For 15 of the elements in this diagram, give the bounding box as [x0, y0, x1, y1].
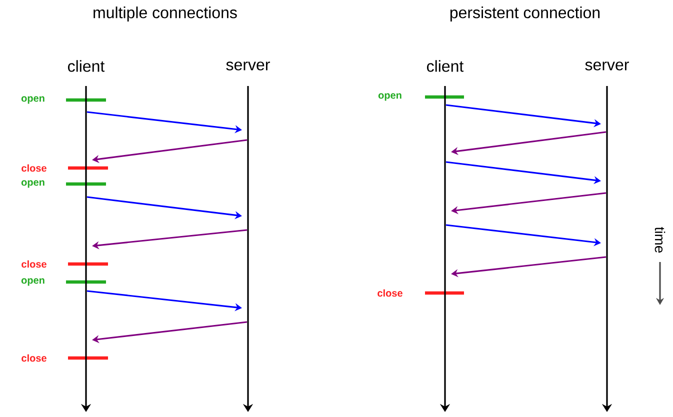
axis-label: time — [654, 227, 666, 253]
event-label: open — [21, 180, 44, 188]
event-label: open — [21, 96, 44, 104]
event-label: close — [22, 164, 46, 172]
panel-title: multiple connections — [94, 6, 237, 22]
event-label: open — [378, 93, 402, 101]
node-label: client — [68, 60, 105, 72]
node-label: server — [226, 62, 270, 70]
event-label: close — [378, 289, 402, 297]
panel-title: persistent connection — [450, 6, 600, 22]
event-label: open — [21, 278, 44, 286]
node-label: server — [585, 62, 629, 70]
event-label: close — [22, 260, 46, 268]
node-label: client — [427, 60, 464, 72]
event-label: close — [22, 354, 46, 362]
